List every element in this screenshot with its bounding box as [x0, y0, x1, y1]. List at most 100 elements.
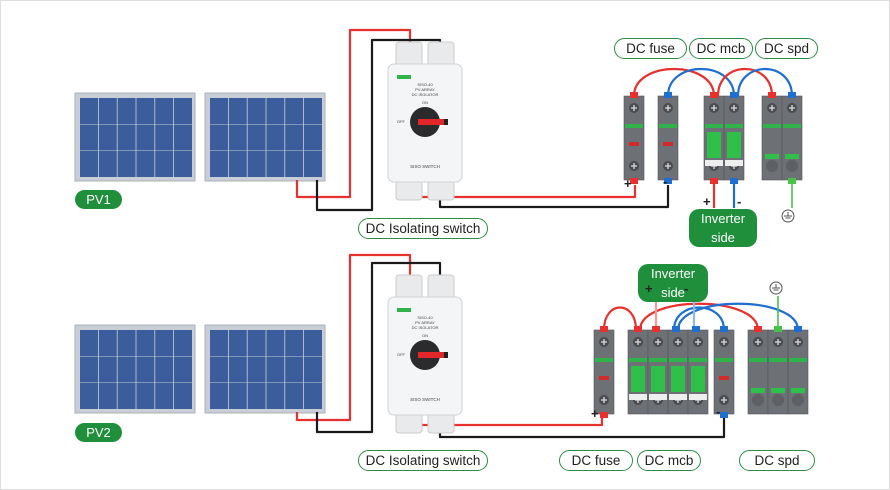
solar-panel-2a	[74, 324, 196, 414]
solar-cell	[247, 356, 266, 383]
wire-jumper-blue-2	[672, 306, 726, 331]
brand-strip	[659, 124, 677, 128]
fuse-indicator	[663, 142, 673, 146]
terminal-cap	[774, 326, 782, 332]
solar-cell	[136, 124, 155, 151]
terminal-cap	[664, 178, 672, 184]
solar-cell	[98, 383, 117, 409]
screw-cross	[721, 397, 727, 403]
solar-cell	[210, 356, 228, 383]
spd-indicator	[791, 388, 805, 393]
brand-strip	[649, 358, 667, 362]
solar-cell	[80, 124, 98, 151]
screw-cross	[665, 105, 671, 111]
dc-fuse-negative-2	[713, 326, 735, 418]
wire-jumper-red-2	[602, 306, 638, 331]
isolator-label-1: DC Isolating switch	[358, 218, 488, 239]
screw-cross	[731, 105, 737, 111]
solar-cell	[117, 330, 136, 356]
pv2-label: PV2	[75, 423, 122, 442]
screw-cross	[631, 163, 637, 169]
isolator-model: SISO-40	[417, 82, 433, 87]
dc-fuse-positive-2	[593, 326, 615, 418]
knob-tip	[444, 352, 448, 358]
terminal-cap	[730, 178, 738, 184]
mcb-label-1: DC mcb	[689, 38, 753, 59]
terminal-cap	[788, 92, 796, 98]
terminal-cap	[664, 92, 672, 98]
isolator-line2: DC ISOLATOR	[412, 92, 439, 97]
solar-cell	[228, 356, 247, 383]
solar-cell	[210, 330, 228, 356]
solar-cell	[266, 330, 285, 356]
wire-jumper-blue-1b	[736, 67, 794, 97]
terminal-cap	[794, 326, 802, 332]
solar-cell	[228, 98, 247, 124]
knob-handle	[418, 119, 446, 125]
wire-jumper-blue-2b	[676, 302, 800, 331]
screw-cross	[711, 105, 717, 111]
solar-cell	[155, 330, 174, 356]
fuse-indicator	[599, 376, 609, 380]
solar-cell	[210, 98, 228, 124]
solar-cell	[266, 151, 285, 177]
wire-pv1-negative	[315, 38, 442, 212]
brand-strip	[769, 358, 787, 362]
terminal-cap	[710, 178, 718, 184]
solar-cell	[285, 124, 304, 151]
solar-cell	[247, 330, 266, 356]
solar-cell	[266, 383, 285, 409]
solar-cell	[98, 98, 117, 124]
spd-window	[752, 394, 764, 406]
spd-indicator	[771, 388, 785, 393]
terminal-cap	[672, 326, 680, 332]
isolator-name: SISO SWITCH	[410, 164, 440, 169]
brand-strip	[669, 358, 687, 362]
earth-ground-icon-1	[781, 209, 795, 223]
mcb-toggle	[691, 366, 705, 392]
brand-strip	[705, 124, 723, 128]
terminal-cap	[720, 326, 728, 332]
solar-cell	[285, 356, 304, 383]
brand-strip	[689, 358, 707, 362]
solar-cell	[174, 356, 192, 383]
screw-cross	[601, 397, 607, 403]
isolator-off-label: OFF	[397, 352, 406, 357]
isolator-off-label: OFF	[397, 119, 406, 124]
solar-cell	[174, 383, 192, 409]
screw-cross	[695, 339, 701, 345]
solar-cell	[266, 98, 285, 124]
isolator-on-label: ON	[422, 333, 428, 338]
spd-indicator	[751, 388, 765, 393]
dc-spd-1	[761, 92, 803, 184]
terminal-cap	[692, 326, 700, 332]
mcb-label-plate	[649, 394, 667, 400]
solar-cell	[98, 151, 117, 177]
mcb-toggle	[651, 366, 665, 392]
solar-cell	[117, 383, 136, 409]
fuse-indicator	[719, 376, 729, 380]
screw-cross	[721, 339, 727, 345]
dc-fuse-negative-1	[657, 92, 679, 184]
isolator-on-label: ON	[422, 100, 428, 105]
solar-cell	[136, 356, 155, 383]
fuse-label-1: DC fuse	[614, 38, 687, 59]
wire-pv2-negative	[315, 261, 442, 434]
solar-cell	[98, 124, 117, 151]
solar-cell	[80, 330, 98, 356]
solar-cell	[174, 151, 192, 177]
solar-cell	[247, 98, 266, 124]
solar-cell	[136, 151, 155, 177]
pv1-label: PV1	[75, 190, 122, 209]
solar-panel-1b	[204, 92, 326, 182]
solar-cell	[174, 98, 192, 124]
brand-strip	[397, 75, 411, 79]
inverter-plus-sign-1: +	[703, 194, 711, 209]
solar-cell	[304, 98, 322, 124]
fuse-minus-sign-1: -	[663, 174, 668, 189]
brand-strip	[789, 358, 807, 362]
solar-cell	[228, 330, 247, 356]
